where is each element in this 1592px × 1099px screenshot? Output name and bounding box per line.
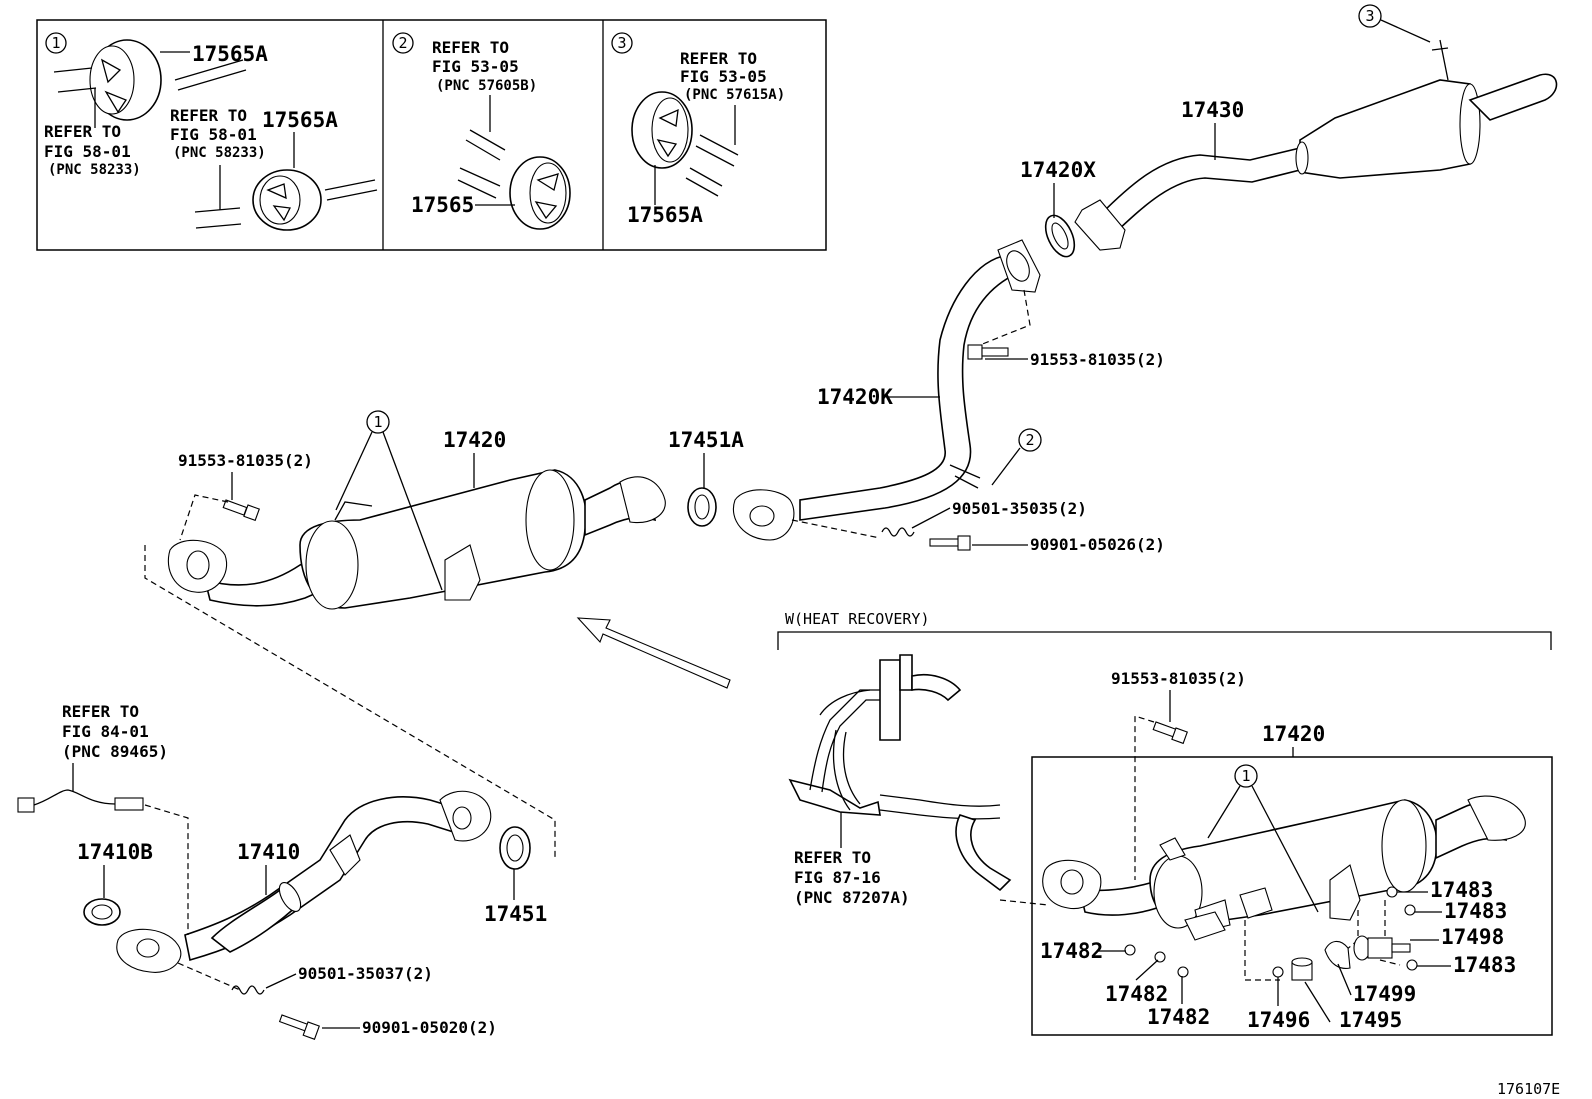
label-17482-b: 17482: [1105, 982, 1168, 1006]
converter-17420: [167, 469, 666, 610]
label-17483-b: 17483: [1444, 899, 1507, 923]
label-17420: 17420: [443, 428, 506, 452]
spring-icon: [231, 985, 265, 995]
heat-recovery-hoses: [788, 654, 1012, 892]
inset-1: 1 17565A REFER TO FIG 58-01 (PNC 58233) …: [44, 32, 378, 231]
svg-text:REFER TO: REFER TO: [170, 106, 247, 125]
bolt-icon: [278, 1014, 320, 1040]
label-17451: 17451: [484, 902, 547, 926]
label-17483-a: 17483: [1430, 878, 1493, 902]
label-17482-c: 17482: [1147, 1005, 1210, 1029]
label-17565A-mid: 17565A: [262, 108, 338, 132]
label-17482-a: 17482: [1040, 939, 1103, 963]
label-bolt-mid: 90901-05026(2): [1030, 535, 1165, 554]
svg-text:FIG 84-01: FIG 84-01: [62, 722, 149, 741]
callout-3: 3: [1365, 7, 1374, 25]
svg-text:FIG 53-05: FIG 53-05: [680, 67, 767, 86]
section-heat-recovery: W(HEAT RECOVERY): [785, 610, 930, 628]
gasket-17420X: [1044, 214, 1076, 258]
gasket-17410B: [83, 898, 121, 926]
svg-text:REFER TO: REFER TO: [680, 49, 757, 68]
label-17430: 17430: [1181, 98, 1244, 122]
label-spring-upper: 90501-35035(2): [952, 499, 1087, 518]
label-17451A: 17451A: [668, 428, 744, 452]
svg-text:(PNC 58233): (PNC 58233): [48, 162, 141, 178]
rubber-hanger-icon: [631, 91, 693, 169]
bolt-icon: [929, 535, 971, 551]
label-17495: 17495: [1339, 1008, 1402, 1032]
label-bolt-upper: 91553-81035(2): [1030, 350, 1165, 369]
svg-text:FIG 58-01: FIG 58-01: [44, 142, 131, 161]
label-17483-c: 17483: [1453, 953, 1516, 977]
svg-text:FIG 58-01: FIG 58-01: [170, 125, 257, 144]
label-17420-heat: 17420: [1262, 722, 1325, 746]
bracket-icon: [1184, 911, 1226, 941]
svg-text:(PNC 57615A): (PNC 57615A): [684, 87, 785, 103]
bolt-icon: [967, 344, 1009, 360]
label-17565A-upper: 17565A: [192, 42, 268, 66]
label-17498: 17498: [1441, 925, 1504, 949]
exhaust-pipe-17410: [116, 790, 492, 973]
callout-2: 2: [1025, 431, 1034, 449]
rubber-hanger-icon: [89, 39, 162, 121]
inset-3: 3 REFER TO FIG 53-05 (PNC 57615A) 17565A: [611, 32, 785, 227]
svg-text:(PNC 57605B): (PNC 57605B): [436, 78, 537, 94]
label-17496: 17496: [1247, 1008, 1310, 1032]
label-17420K: 17420K: [817, 385, 893, 409]
svg-text:(PNC 87207A): (PNC 87207A): [794, 888, 910, 907]
svg-text:REFER TO: REFER TO: [794, 848, 871, 867]
svg-text:3: 3: [617, 34, 626, 52]
label-17565: 17565: [411, 193, 474, 217]
inset-2: 2 REFER TO FIG 53-05 (PNC 57605B) 17565: [392, 32, 571, 230]
rubber-hanger-icon: [509, 156, 571, 230]
svg-text:REFER TO: REFER TO: [432, 38, 509, 57]
svg-text:FIG 53-05: FIG 53-05: [432, 57, 519, 76]
rubber-hanger-icon: [252, 169, 322, 231]
bolt-icon: [222, 499, 260, 522]
valve-actuator-17498: [1324, 935, 1411, 969]
arrow-icon: [576, 617, 731, 689]
inset-1-index: 1: [51, 34, 60, 52]
svg-text:(PNC 89465): (PNC 89465): [62, 742, 168, 761]
label-bolt-left: 91553-81035(2): [178, 451, 313, 470]
gasket-17451A: [687, 487, 717, 527]
label-17410: 17410: [237, 840, 300, 864]
figure-id: 176107E: [1497, 1080, 1560, 1098]
tail-pipe-17430: 3: [1074, 4, 1558, 251]
plug-17495: [1291, 957, 1313, 981]
converter-17420-heat: [1042, 795, 1526, 933]
gasket-17451: [499, 826, 531, 870]
label-17410B: 17410B: [77, 840, 153, 864]
svg-text:FIG 87-16: FIG 87-16: [794, 868, 881, 887]
label-bolt-lower: 90901-05020(2): [362, 1018, 497, 1037]
svg-text:(PNC 58233): (PNC 58233): [173, 145, 266, 161]
oxygen-sensor-icon: [17, 789, 144, 813]
label-17420X: 17420X: [1020, 158, 1096, 182]
svg-text:REFER TO: REFER TO: [62, 702, 139, 721]
callout-1-heat: 1: [1241, 767, 1250, 785]
label-17499: 17499: [1353, 982, 1416, 1006]
spring-icon: [881, 527, 915, 537]
nut-icon: [1124, 886, 1418, 978]
inset-panels: [36, 19, 827, 251]
label-17565A-inset3: 17565A: [627, 203, 703, 227]
pipe-17420K: [732, 239, 1041, 541]
callout-1-main: 1: [373, 413, 382, 431]
svg-text:2: 2: [398, 34, 407, 52]
bolt-icon: [1152, 721, 1188, 745]
label-bolt-heat: 91553-81035(2): [1111, 669, 1246, 688]
svg-text:REFER TO: REFER TO: [44, 122, 121, 141]
label-spring-lower: 90501-35037(2): [298, 964, 433, 983]
